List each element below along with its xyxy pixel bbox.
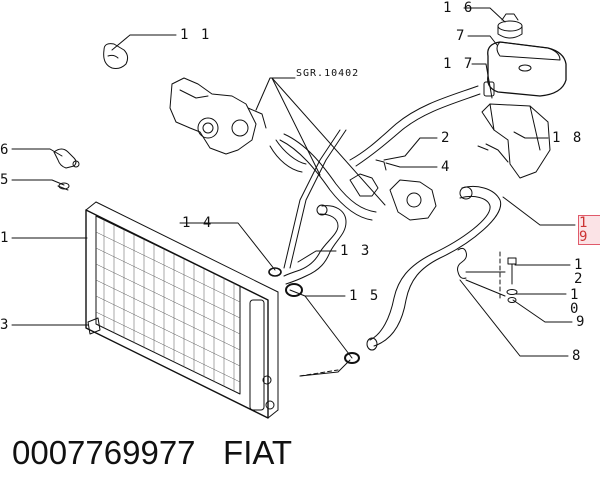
callout-6: 6 bbox=[0, 142, 11, 158]
clip-6 bbox=[53, 148, 80, 169]
hose-13 bbox=[283, 204, 347, 285]
callout-17: 1 7 bbox=[443, 56, 475, 72]
callout-5: 5 bbox=[0, 172, 11, 188]
footer-caption: 0007769977 FIAT bbox=[12, 434, 292, 472]
radiator bbox=[85, 201, 279, 419]
drain-plug bbox=[87, 317, 101, 335]
leader-lines bbox=[11, 7, 576, 377]
callout-9: 9 bbox=[576, 314, 587, 330]
clamp-11 bbox=[103, 43, 129, 69]
nut-9 bbox=[507, 297, 517, 303]
expansion-tank bbox=[483, 41, 567, 97]
callout-4: 4 bbox=[441, 159, 452, 175]
callout-13: 1 3 bbox=[340, 243, 372, 259]
washer-10 bbox=[506, 289, 518, 295]
ring-15 bbox=[285, 283, 360, 364]
tank-bracket bbox=[477, 103, 551, 179]
dashed-guides bbox=[299, 251, 501, 377]
callout-2: 2 bbox=[441, 130, 452, 146]
callout-11: 1 1 bbox=[180, 27, 212, 43]
callout-7: 7 bbox=[456, 28, 467, 44]
callout-8: 8 bbox=[572, 348, 583, 364]
hose-17 bbox=[349, 85, 481, 167]
filler-cap bbox=[497, 13, 523, 39]
bolt-5 bbox=[57, 182, 70, 191]
hose-2 bbox=[279, 133, 377, 221]
reference-code: SGR.10402 bbox=[296, 68, 360, 79]
callout-14: 1 4 bbox=[182, 215, 214, 231]
clip-8 bbox=[457, 247, 467, 279]
callout-3: 3 bbox=[0, 317, 11, 333]
callout-18: 1 8 bbox=[552, 130, 584, 146]
callout-10: 1 0 bbox=[570, 287, 581, 317]
ring-14 bbox=[268, 267, 282, 277]
brand-name: FIAT bbox=[223, 434, 293, 471]
hose-19 bbox=[366, 186, 502, 351]
bleed-tube bbox=[283, 129, 347, 269]
callout-19-highlighted: 1 9 bbox=[578, 215, 600, 245]
water-pump-connector bbox=[349, 159, 437, 221]
hose-upper-small bbox=[269, 139, 307, 173]
callout-15: 1 5 bbox=[349, 288, 381, 304]
callout-1: 1 bbox=[0, 230, 11, 246]
bolt-12 bbox=[507, 257, 517, 285]
callout-12: 1 2 bbox=[574, 257, 585, 287]
callout-16: 1 6 bbox=[443, 0, 475, 16]
thermostat-housing bbox=[169, 77, 267, 155]
part-number: 0007769977 bbox=[12, 434, 196, 471]
